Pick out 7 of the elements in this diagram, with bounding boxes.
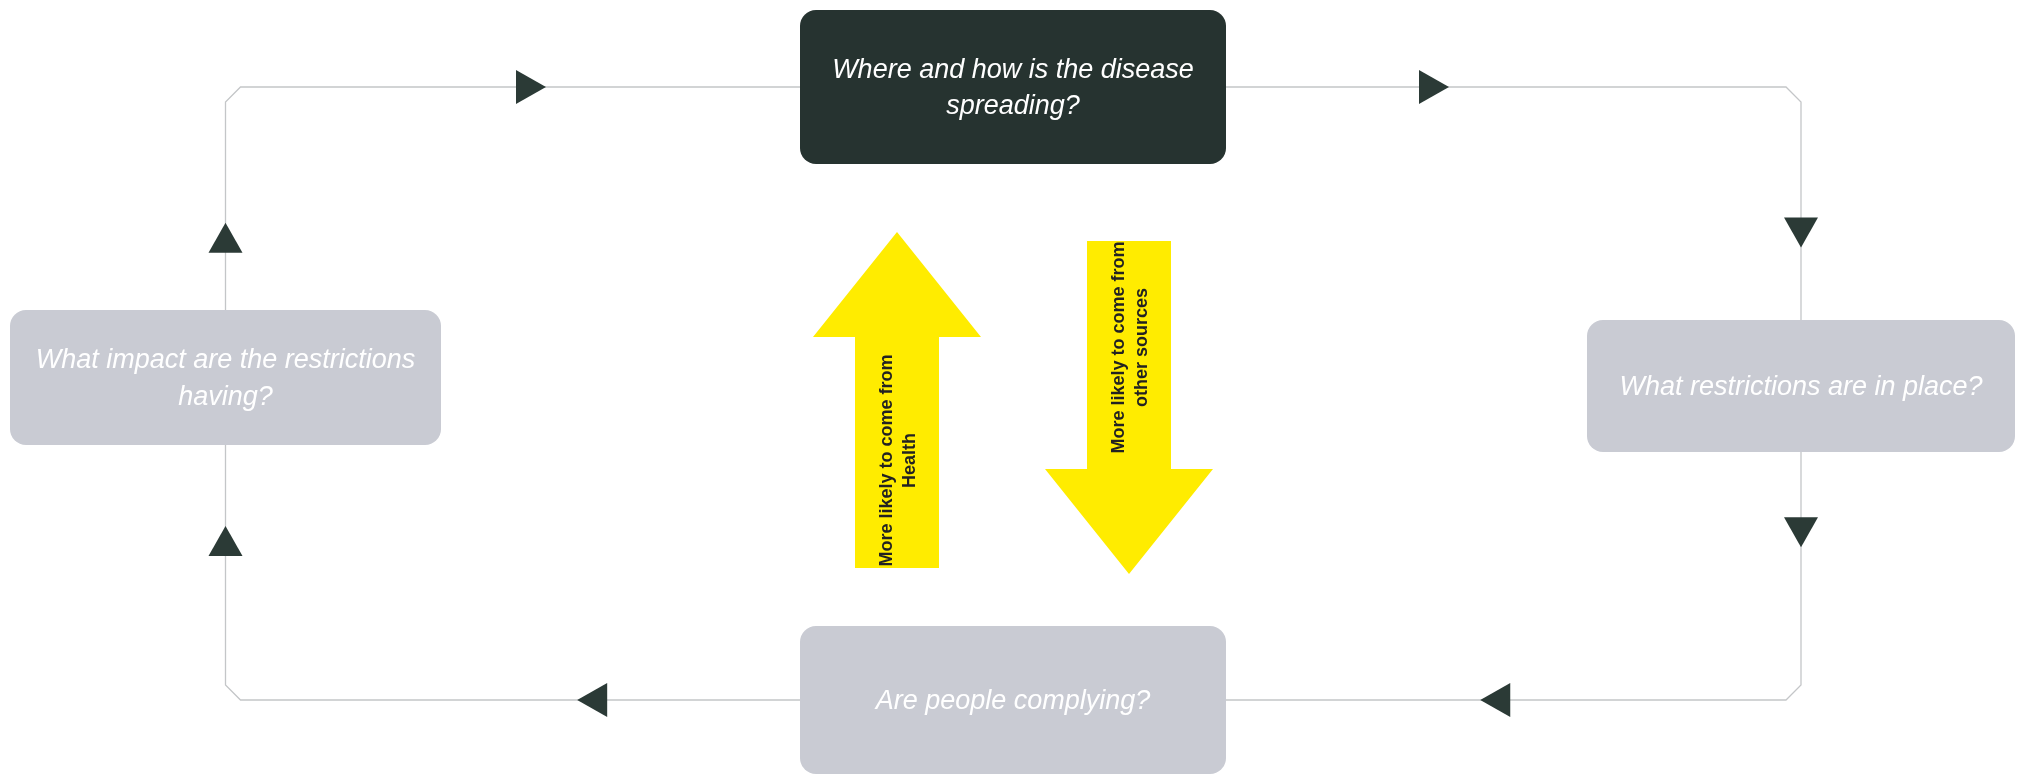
- edge-label: More likely to come from Health: [874, 353, 919, 569]
- edge-label: More likely to come from other sources: [1106, 239, 1151, 456]
- question-box: [10, 310, 441, 445]
- question-text: Where and how is the disease spreading?: [831, 52, 1195, 122]
- question-box: [1587, 320, 2015, 452]
- question-box: [800, 10, 1226, 164]
- question-box: [800, 626, 1226, 774]
